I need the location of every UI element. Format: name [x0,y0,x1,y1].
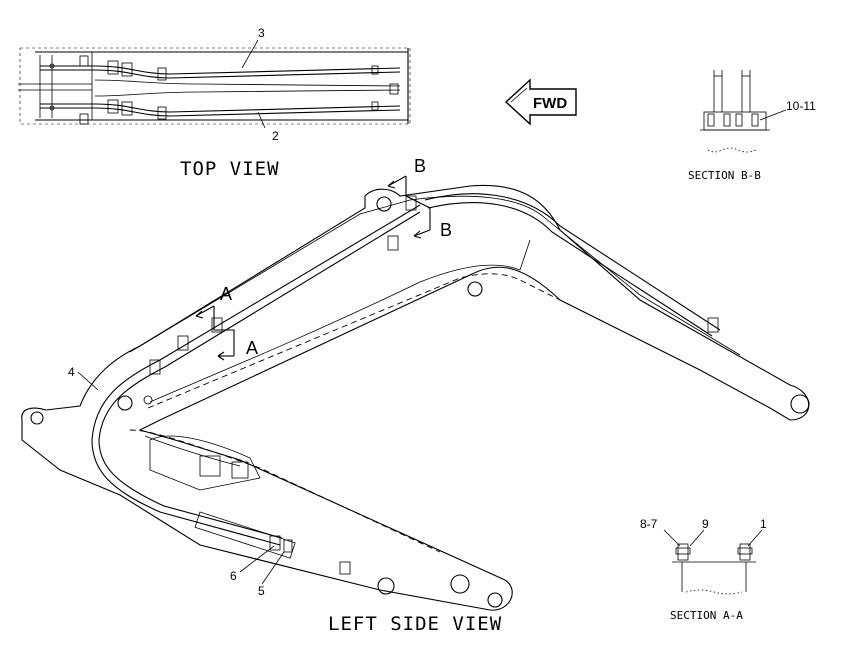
callout-9: 9 [702,517,709,531]
forward-arrow-icon [504,78,577,126]
callout-2: 2 [272,129,279,143]
section-bb-drawing [700,70,787,153]
fwd-label: FWD [533,95,567,112]
callout-6: 6 [230,569,237,583]
callout-8-7: 8-7 [640,517,658,531]
section-marker-b-upper: B [414,156,426,176]
boom-drawing [21,175,810,611]
callout-1: 1 [760,517,767,531]
section-aa-title: SECTION A-A [670,609,743,622]
callout-4: 4 [68,365,75,379]
section-marker-a-lower: A [246,338,258,358]
callout-3: 3 [258,26,265,40]
top-view-drawing [18,39,411,129]
section-marker-b-lower: B [440,220,452,240]
section-marker-a-upper: A [220,284,232,304]
left-side-view-title: LEFT SIDE VIEW [328,613,502,635]
callout-10-11: 10-11 [786,99,816,113]
callout-5: 5 [258,584,265,598]
section-aa-drawing [663,529,763,595]
section-bb-title: SECTION B-B [688,169,761,182]
top-view-title: TOP VIEW [180,158,280,180]
